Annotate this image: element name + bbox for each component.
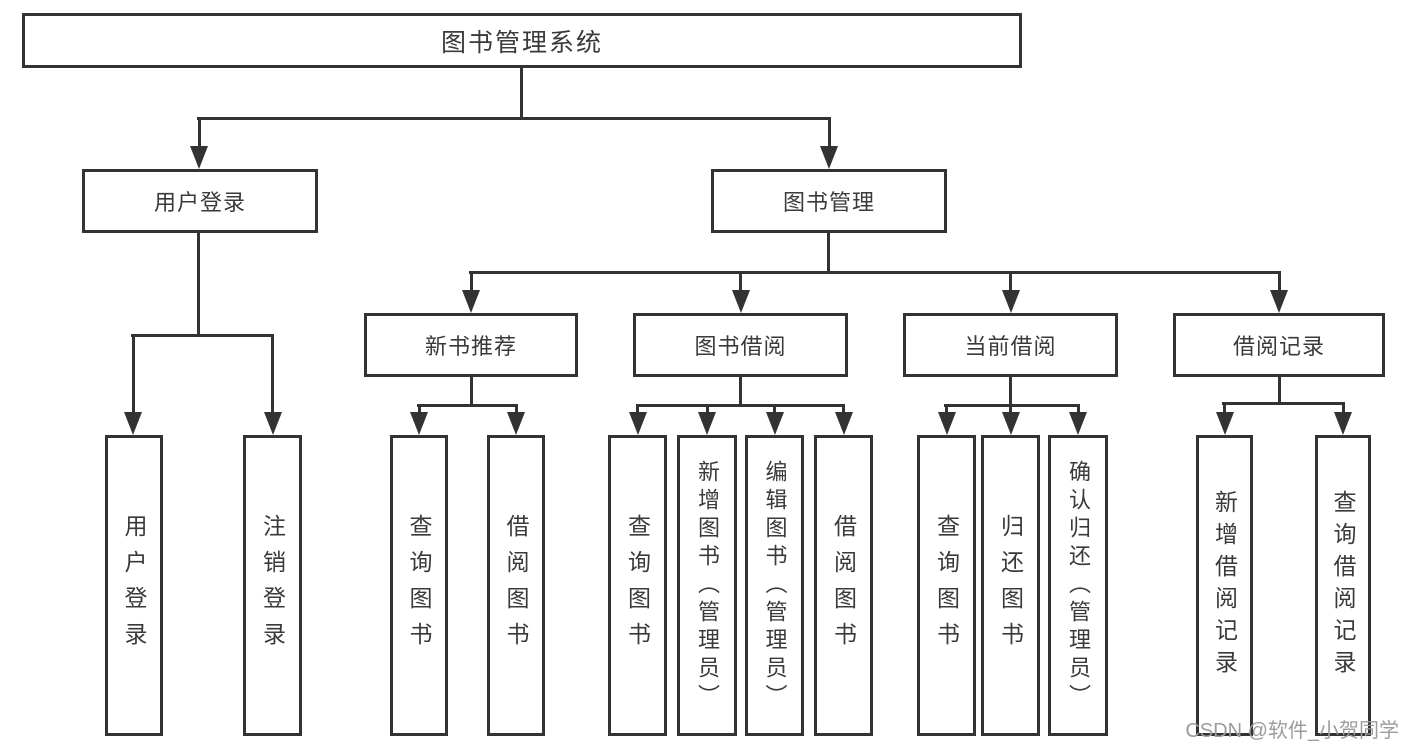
connector-leaf-stem <box>842 407 845 415</box>
leaf-borrow-add-books-admin: 新增图书（管理员） <box>677 435 737 736</box>
leaf-current-query-books: 查询图书 <box>917 435 976 736</box>
leaf-label: 编辑图书（管理员） <box>762 459 788 712</box>
connector-leaf-stem <box>706 407 709 415</box>
leaf-records-query-record: 查询借阅记录 <box>1315 435 1371 736</box>
connector-leaf-stem <box>1342 405 1345 413</box>
leaf-user-login: 用户登录 <box>105 435 163 736</box>
connector-book-management-stem <box>827 233 830 274</box>
connector-root-fork <box>197 117 831 120</box>
connector-leaf-stem <box>945 407 948 415</box>
arrow-down-icon <box>1069 412 1087 435</box>
leaf-current-confirm-return-admin: 确认归还（管理员） <box>1048 435 1108 736</box>
connector-user-login-stem <box>197 233 200 337</box>
leaf-label: 新增借阅记录 <box>1211 489 1238 682</box>
connector-user-login-fork <box>131 334 274 337</box>
connector-borrow-records-fork <box>1222 402 1345 405</box>
connector-to-new-book <box>470 274 473 292</box>
node-borrow-records: 借阅记录 <box>1173 313 1385 377</box>
leaf-label: 借阅图书 <box>830 513 857 658</box>
leaf-label: 注销登录 <box>259 513 286 658</box>
connector-current-borrow-fork <box>944 404 1080 407</box>
leaf-records-add-record: 新增借阅记录 <box>1196 435 1253 736</box>
arrow-down-icon <box>938 412 956 435</box>
connector-root-stem <box>520 68 523 119</box>
node-label: 图书管理系统 <box>440 28 603 57</box>
connector-book-borrow-fork <box>636 404 845 407</box>
connector-borrow-records-stem <box>1278 377 1281 404</box>
leaf-borrow-edit-books-admin: 编辑图书（管理员） <box>745 435 804 736</box>
node-new-book-recommend: 新书推荐 <box>364 313 578 377</box>
arrow-down-icon <box>820 146 838 169</box>
node-label: 图书借阅 <box>694 334 787 359</box>
connector-leaf-stem <box>773 407 776 415</box>
connector-leaf-stem <box>1077 407 1080 415</box>
arrow-down-icon <box>410 412 428 435</box>
node-book-borrow: 图书借阅 <box>633 313 848 377</box>
connector-book-management-fork <box>469 271 1281 274</box>
connector-to-book-management <box>828 120 831 150</box>
connector-leaf-stem <box>636 407 639 415</box>
leaf-recommend-query-books: 查询图书 <box>390 435 448 736</box>
leaf-label: 新增图书（管理员） <box>695 459 720 712</box>
connector-current-borrow-stem <box>1009 377 1012 406</box>
connector-leaf-stem <box>515 407 518 415</box>
connector-to-user-login <box>198 120 201 150</box>
arrow-down-icon <box>190 146 208 169</box>
connector-new-book-fork <box>417 404 518 407</box>
node-current-borrow: 当前借阅 <box>903 313 1118 377</box>
leaf-current-return-books: 归还图书 <box>981 435 1040 736</box>
node-book-management: 图书管理 <box>711 169 947 233</box>
connector-to-current-borrow <box>1009 274 1012 292</box>
leaf-recommend-borrow-books: 借阅图书 <box>487 435 545 736</box>
node-user-login: 用户登录 <box>82 169 318 233</box>
connector-leaf-stem <box>1009 407 1012 415</box>
arrow-down-icon <box>732 290 750 313</box>
csdn-watermark: CSDN @软件_小贺同学 <box>1185 720 1399 742</box>
connector-leaf-stem <box>1223 405 1226 413</box>
node-root-library-system: 图书管理系统 <box>22 13 1022 68</box>
leaf-borrow-borrow-books: 借阅图书 <box>814 435 873 736</box>
node-label: 当前借阅 <box>964 334 1057 359</box>
arrow-down-icon <box>1334 412 1352 435</box>
node-label: 用户登录 <box>153 190 246 215</box>
leaf-label: 查询借阅记录 <box>1330 489 1356 682</box>
connector-to-book-borrow <box>739 274 742 292</box>
arrow-down-icon <box>698 412 716 435</box>
arrow-down-icon <box>507 412 525 435</box>
arrow-down-icon <box>462 290 480 313</box>
connector-leaf-stem <box>418 407 421 415</box>
arrow-down-icon <box>835 412 853 435</box>
arrow-down-icon <box>1002 290 1020 313</box>
leaf-label: 归还图书 <box>997 513 1024 658</box>
connector-new-book-stem <box>470 377 473 406</box>
connector-to-borrow-records <box>1278 274 1281 292</box>
leaf-label: 借阅图书 <box>503 513 529 658</box>
arrow-down-icon <box>766 412 784 435</box>
node-label: 图书管理 <box>782 190 875 215</box>
leaf-borrow-query-books: 查询图书 <box>608 435 667 736</box>
leaf-label: 查询图书 <box>406 513 432 658</box>
arrow-down-icon <box>1002 412 1020 435</box>
leaf-label: 用户登录 <box>121 513 147 658</box>
leaf-logout: 注销登录 <box>243 435 302 736</box>
arrow-down-icon <box>1216 412 1234 435</box>
leaf-label: 查询图书 <box>624 513 651 658</box>
leaf-label: 查询图书 <box>933 513 960 658</box>
connector-to-leaf-logout <box>271 337 274 415</box>
connector-book-borrow-stem <box>739 377 742 406</box>
connector-to-leaf-user-login <box>132 337 135 415</box>
arrow-down-icon <box>264 412 282 435</box>
arrow-down-icon <box>1270 290 1288 313</box>
node-label: 借阅记录 <box>1232 334 1325 359</box>
arrow-down-icon <box>629 412 647 435</box>
arrow-down-icon <box>124 412 142 435</box>
node-label: 新书推荐 <box>424 334 517 359</box>
leaf-label: 确认归还（管理员） <box>1066 459 1091 712</box>
